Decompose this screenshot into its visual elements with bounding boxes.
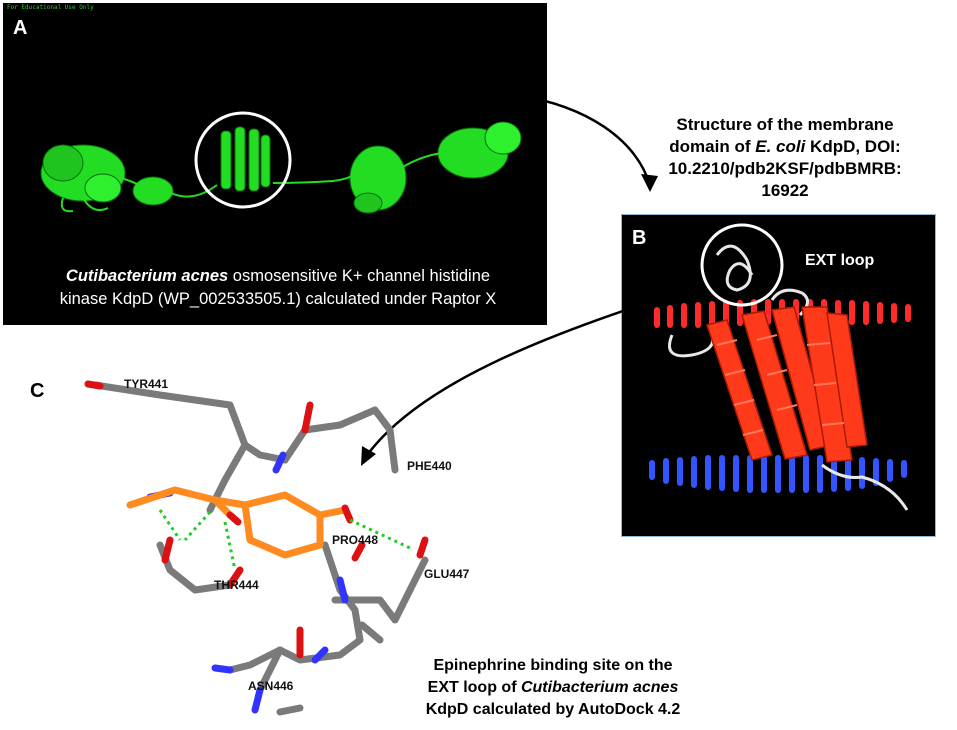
structure-caption-line1: Structure of the membrane xyxy=(676,115,894,134)
residue-sticks xyxy=(91,381,429,716)
structure-caption: Structure of the membrane domain of E. c… xyxy=(635,114,935,202)
helix-stripes xyxy=(716,334,845,436)
structure-caption-line3: 10.2210/pdb2KSF/pdbBMRB: xyxy=(668,159,902,178)
structure-caption-species: E. coli xyxy=(755,137,806,156)
residue-label-asn446: ASN446 xyxy=(248,679,294,693)
panel-a-label: A xyxy=(13,17,28,39)
membrane-bottom xyxy=(649,455,907,493)
panel-a-protein-render xyxy=(40,111,522,214)
arrow-a-to-b-head xyxy=(641,174,658,192)
ligand-hydroxyl-1 xyxy=(341,504,354,524)
panel-c-label: C xyxy=(30,380,45,402)
arrow-b-to-c xyxy=(363,283,703,459)
ligand-hydroxyl-2 xyxy=(226,511,242,526)
epinephrine-ligand xyxy=(126,486,349,559)
structure-caption-line4: 16922 xyxy=(761,181,809,200)
panel-a: For Educational Use Only A xyxy=(3,3,547,325)
caption-c-species: Cutibacterium acnes xyxy=(520,679,679,696)
watermark: For Educational Use Only xyxy=(7,4,94,11)
structure-caption-line2-pre: domain of xyxy=(669,137,756,156)
caption-c-line1: Epinephrine binding site on the xyxy=(433,657,673,674)
caption-c-line3: KdpD calculated by AutoDock 4.2 xyxy=(425,701,681,718)
arrow-b-to-c-head xyxy=(361,446,376,466)
residue-label-tyr441: TYR441 xyxy=(124,377,168,391)
structure-caption-line2-post: KdpD, DOI: xyxy=(805,137,901,156)
heteroatoms xyxy=(84,380,429,714)
caption-c-line2-pre: EXT loop of xyxy=(427,679,521,696)
panel-b: B xyxy=(621,214,936,537)
panel-b-label: B xyxy=(632,227,647,249)
panel-b-membrane-render xyxy=(649,223,911,511)
arrow-a-to-b xyxy=(289,89,652,186)
panel-a-caption: Cutibacterium acnes osmosensitive K+ cha… xyxy=(23,265,533,311)
caption-a-line2: kinase KdpD (WP_002533505.1) calculated … xyxy=(59,290,497,308)
protein-domain-mid-left xyxy=(132,176,174,206)
caption-a-species: Cutibacterium acnes xyxy=(65,267,229,285)
highlight-circle-b xyxy=(700,223,784,307)
residue-label-thr444: THR444 xyxy=(214,578,259,592)
connector-arrows xyxy=(289,89,703,459)
panel-c-caption: Epinephrine binding site on the EXT loop… xyxy=(388,655,718,721)
highlight-circle-a xyxy=(194,111,292,209)
residue-label-phe440: PHE440 xyxy=(407,459,452,473)
ext-loop-label: EXT loop xyxy=(805,252,875,269)
hydrogen-bonds xyxy=(158,509,411,571)
caption-a-line1: osmosensitive K+ channel histidine xyxy=(228,267,491,285)
residue-label-pro448: PRO448 xyxy=(332,533,378,547)
residue-label-glu447: GLU447 xyxy=(424,567,470,581)
